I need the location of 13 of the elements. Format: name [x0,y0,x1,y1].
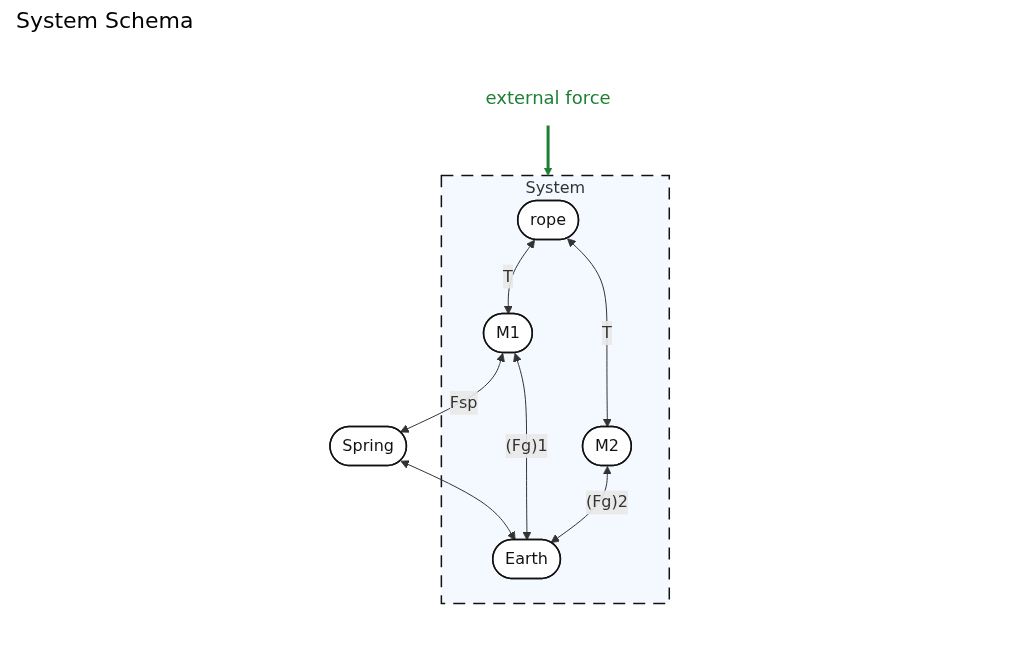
arrow [504,239,536,315]
edge-label: (Fg)2 [586,492,629,512]
edge-label: Fsp [450,392,478,412]
diagram-title: System Schema [16,8,195,33]
arrow [400,352,506,433]
arrow [400,460,516,541]
arrow [567,238,613,428]
arrow [513,352,532,541]
edge-label: (Fg)1 [505,436,548,455]
edge-label: T [503,266,514,286]
node-text: external force [485,86,612,108]
arrow [544,125,553,176]
edge-label: T [602,323,613,342]
